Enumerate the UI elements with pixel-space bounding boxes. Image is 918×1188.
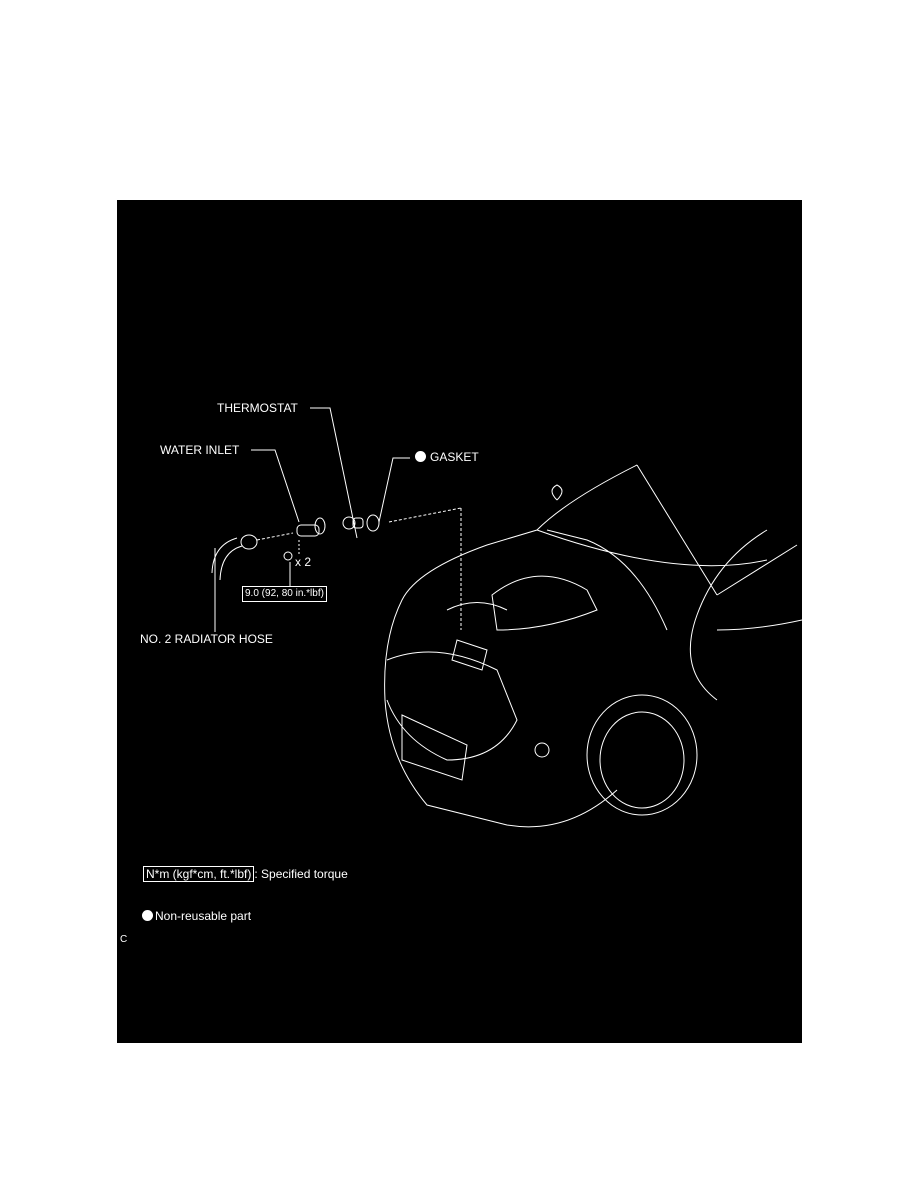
diagram-panel: THERMOSTAT WATER INLET GASKET x 2 9.0 (9… [117,200,802,1043]
hose-clamp [240,534,258,550]
legend-non-reusable-text: Non-reusable part [155,909,252,923]
thermostat-label: THERMOSTAT [217,401,298,415]
corner-mark: C [120,934,128,945]
water-inlet-leader [251,449,300,523]
water-inlet-part [296,524,320,537]
bolt-quantity: x 2 [295,555,312,569]
gasket-label: GASKET [415,450,479,464]
thermostat-leader [310,407,358,539]
radiator-hose-label: NO. 2 RADIATOR HOSE [140,632,273,646]
thermostat-diagram-drawing [211,407,802,828]
legend-non-reusable: Non-reusable part [142,909,251,923]
non-reusable-icon [142,910,153,921]
gasket-text: GASKET [430,450,479,464]
torque-spec: 9.0 (92, 80 in.*lbf) [242,586,327,602]
legend-torque-desc: : Specified torque [254,867,348,881]
non-reusable-icon [415,451,426,462]
water-inlet-label: WATER INLET [160,443,240,457]
radiator-hose [211,537,243,581]
car-outline [384,464,802,828]
gasket-part [366,514,380,532]
legend-torque-box: N*m (kgf*cm, ft.*lbf) [143,866,255,882]
gasket-leader [378,457,410,523]
bolt [283,551,293,561]
thermostat-part [342,516,356,530]
legend-torque: N*m (kgf*cm, ft.*lbf): Specified torque [143,866,348,882]
